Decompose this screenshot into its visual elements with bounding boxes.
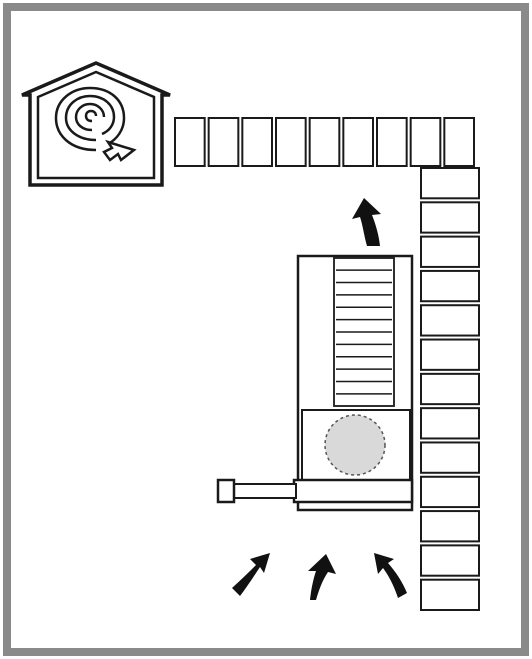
wall-block [376, 117, 408, 167]
wall-block [409, 117, 442, 167]
wall-block [420, 338, 480, 371]
wall-block [420, 167, 480, 200]
fan-icon [324, 414, 386, 476]
wall-block [174, 117, 206, 167]
wall-block [308, 117, 341, 167]
wall-block [420, 544, 480, 577]
pipe [231, 483, 297, 499]
wall-block [275, 117, 307, 167]
intake-arrow-right-icon [374, 553, 407, 598]
wall-block [342, 117, 375, 167]
recirculation-spiral-icon [54, 86, 137, 162]
top-wall [174, 117, 476, 167]
intake-arrow-middle-icon [308, 554, 336, 600]
wall-block [420, 235, 480, 268]
heat-pump-unit [216, 254, 414, 512]
intake-arrow-left-icon [232, 553, 270, 596]
pipe-cap [216, 478, 236, 504]
wall-block [420, 407, 480, 440]
wall-block [420, 578, 480, 612]
wall-block [420, 475, 480, 509]
wall-block [420, 304, 480, 337]
outer-frame [3, 3, 529, 656]
house-with-recirculation-icon [21, 61, 171, 187]
wall-block [207, 117, 240, 167]
wall-block [420, 372, 480, 406]
right-wall [420, 167, 480, 612]
wall-block [420, 201, 480, 234]
unit-base [292, 478, 414, 504]
wall-block [241, 117, 273, 167]
wall-block [420, 441, 480, 474]
wall-block [420, 269, 480, 303]
up-curved-arrow-icon [352, 198, 381, 246]
wall-block [443, 117, 476, 167]
unit-fins [336, 269, 392, 395]
intake-arrows [232, 553, 407, 600]
wall-block [420, 510, 480, 543]
